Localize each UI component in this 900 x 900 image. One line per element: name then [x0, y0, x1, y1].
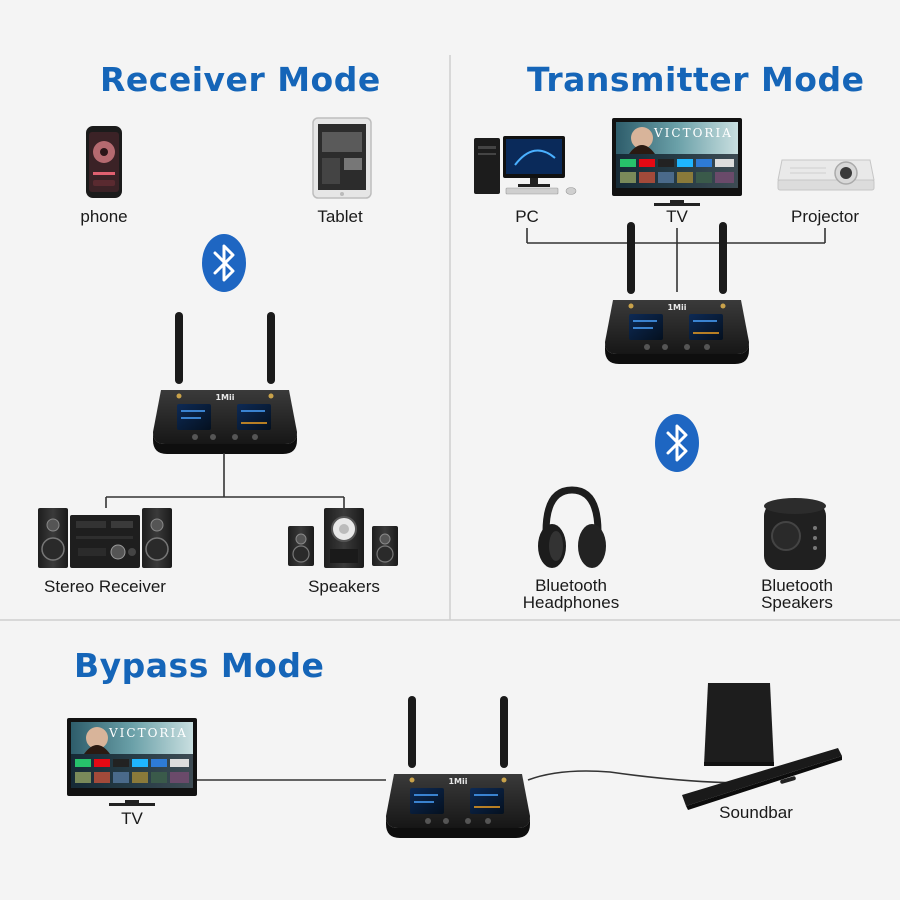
bypass-mode-title: Bypass Mode [74, 646, 325, 685]
receiver-mode-title: Receiver Mode [100, 60, 381, 99]
speakers-label: Speakers [308, 577, 380, 596]
subwoofer-icon [704, 683, 774, 766]
tv-screen-title: VICTORIA [654, 126, 733, 140]
transmitter-mode-title: Transmitter Mode [527, 60, 865, 99]
transmitter-connector-lines [526, 228, 826, 292]
speaker-icon [764, 498, 826, 570]
projector-label: Projector [790, 207, 860, 226]
phone-icon [86, 126, 122, 198]
tv-screen-title: VICTORIA [109, 726, 188, 740]
bypass-connector-lines [197, 770, 741, 784]
bluetooth-speakers-label-2: Speakers [761, 593, 833, 612]
tablet-label: Tablet [317, 207, 363, 226]
stereo-receiver-icon [38, 508, 172, 568]
bluetooth-icon [653, 412, 701, 474]
pc-label: PC [515, 207, 539, 226]
bypass-tv-label: TV [121, 809, 143, 828]
bluetooth-speakers-label-1: Bluetooth [761, 576, 833, 595]
headphones-icon [538, 486, 606, 568]
bluetooth-icon [200, 232, 248, 294]
speaker-group-icon [287, 508, 399, 568]
phone-label: phone [80, 207, 128, 226]
stereo-receiver-label: Stereo Receiver [44, 577, 166, 596]
tv-label: TV [666, 207, 688, 226]
pc-icon [474, 136, 577, 195]
soundbar-icon [682, 748, 842, 810]
projector-icon [777, 159, 875, 191]
bluetooth-headphones-label-2: Headphones [522, 593, 620, 612]
bluetooth-headphones-label-1: Bluetooth [535, 576, 607, 595]
transceiver-icon [152, 311, 298, 455]
receiver-connector-lines [105, 453, 345, 508]
tablet-icon [312, 117, 372, 199]
soundbar-label: Soundbar [719, 803, 793, 822]
transceiver-icon [385, 695, 531, 839]
